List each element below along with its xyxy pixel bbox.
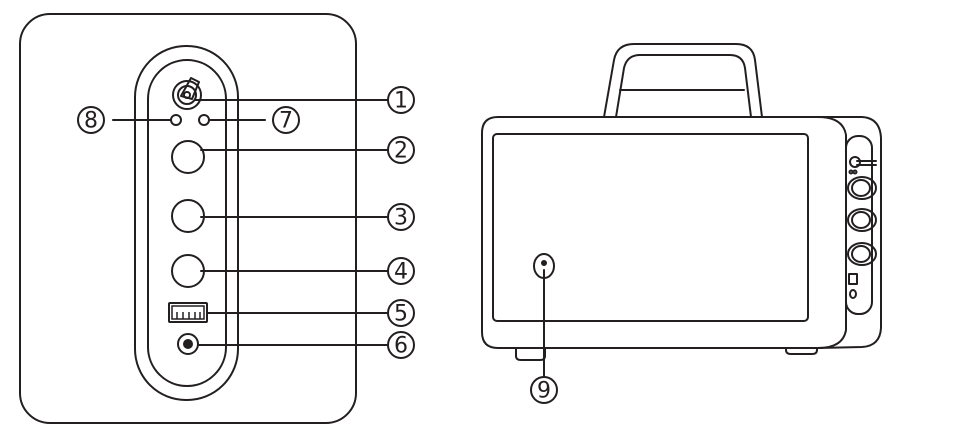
port-3-socket bbox=[171, 199, 205, 233]
callout-4: 4 bbox=[387, 257, 415, 285]
side-control-strip bbox=[845, 135, 873, 315]
foot-left bbox=[515, 347, 546, 361]
port-4-socket bbox=[171, 254, 205, 288]
device-body bbox=[481, 116, 847, 349]
indicator-led-right bbox=[198, 114, 210, 126]
callout-1: 1 bbox=[387, 86, 415, 114]
control-strip-outer bbox=[134, 45, 239, 401]
svg-text:5: 5 bbox=[394, 302, 408, 327]
svg-text:8: 8 bbox=[84, 109, 98, 134]
control-strip-inner bbox=[147, 59, 227, 387]
usb-port-icon bbox=[168, 302, 208, 323]
side-jack-icon bbox=[849, 289, 857, 299]
svg-text:1: 1 bbox=[394, 89, 408, 114]
callout-2: 2 bbox=[387, 136, 415, 164]
indicator-led-left bbox=[170, 114, 182, 126]
side-usb-icon bbox=[848, 273, 858, 285]
svg-text:3: 3 bbox=[394, 206, 408, 231]
port-2-socket bbox=[171, 140, 205, 174]
side-switch-icon bbox=[848, 156, 877, 175]
side-panel-frame bbox=[19, 13, 357, 424]
svg-text:6: 6 bbox=[394, 334, 408, 359]
product-perspective-view bbox=[481, 43, 882, 378]
callout-5: 5 bbox=[387, 299, 415, 327]
svg-text:7: 7 bbox=[279, 109, 293, 134]
side-knob-2-icon bbox=[847, 208, 877, 232]
callout-9: 9 bbox=[530, 376, 558, 404]
dc-jack-icon bbox=[177, 333, 199, 355]
carry-handle bbox=[603, 43, 763, 118]
callout-7: 7 bbox=[272, 106, 300, 134]
front-panel bbox=[492, 133, 809, 322]
side-knob-3-icon bbox=[847, 242, 877, 266]
svg-text:4: 4 bbox=[394, 260, 408, 285]
callout-3: 3 bbox=[387, 203, 415, 231]
side-knob-1-icon bbox=[847, 176, 877, 200]
side-panel-view bbox=[19, 13, 389, 424]
svg-text:2: 2 bbox=[394, 139, 408, 164]
callout-8: 8 bbox=[77, 106, 105, 134]
foot-right bbox=[785, 347, 818, 355]
svg-text:9: 9 bbox=[537, 379, 551, 404]
main-switch-icon bbox=[172, 77, 202, 110]
device-side bbox=[817, 116, 882, 349]
callout-6: 6 bbox=[387, 331, 415, 359]
